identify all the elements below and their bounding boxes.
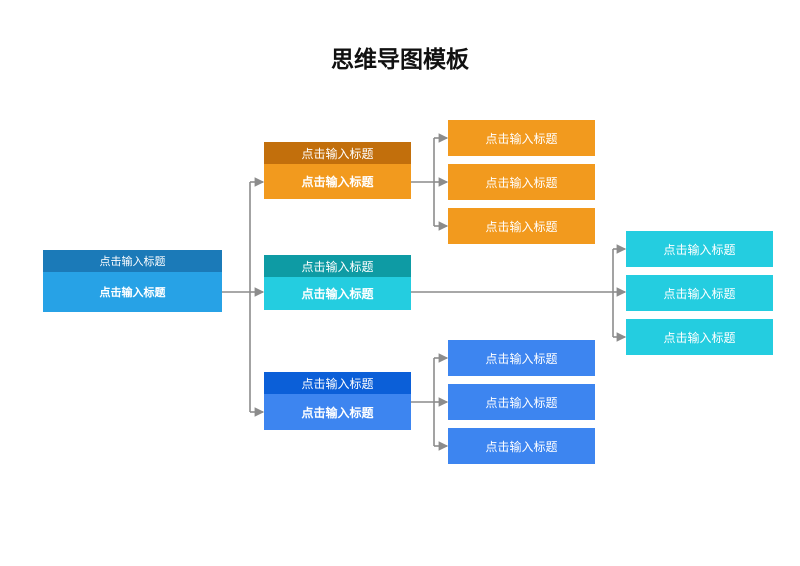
leaf-blue-1[interactable]: 点击输入标题 bbox=[448, 340, 595, 376]
root-node-body[interactable]: 点击输入标题 bbox=[43, 272, 222, 312]
root-node[interactable]: 点击输入标题 点击输入标题 bbox=[43, 250, 222, 312]
leaf-teal-3[interactable]: 点击输入标题 bbox=[626, 319, 773, 355]
leaf-teal-2[interactable]: 点击输入标题 bbox=[626, 275, 773, 311]
branch-node-teal-body[interactable]: 点击输入标题 bbox=[264, 277, 411, 310]
page-title: 思维导图模板 bbox=[331, 47, 469, 73]
branch-node-orange-body[interactable]: 点击输入标题 bbox=[264, 164, 411, 199]
branch-node-orange[interactable]: 点击输入标题 点击输入标题 bbox=[264, 142, 411, 199]
root-node-header[interactable]: 点击输入标题 bbox=[43, 250, 222, 272]
branch-node-blue-body[interactable]: 点击输入标题 bbox=[264, 394, 411, 430]
branch-node-teal-header[interactable]: 点击输入标题 bbox=[264, 255, 411, 277]
branch-node-blue-header[interactable]: 点击输入标题 bbox=[264, 372, 411, 394]
branch-node-blue[interactable]: 点击输入标题 点击输入标题 bbox=[264, 372, 411, 430]
leaf-blue-3[interactable]: 点击输入标题 bbox=[448, 428, 595, 464]
leaf-teal-1[interactable]: 点击输入标题 bbox=[626, 231, 773, 267]
branch-node-orange-header[interactable]: 点击输入标题 bbox=[264, 142, 411, 164]
leaf-orange-2[interactable]: 点击输入标题 bbox=[448, 164, 595, 200]
leaf-blue-2[interactable]: 点击输入标题 bbox=[448, 384, 595, 420]
leaf-orange-1[interactable]: 点击输入标题 bbox=[448, 120, 595, 156]
leaf-orange-3[interactable]: 点击输入标题 bbox=[448, 208, 595, 244]
branch-node-teal[interactable]: 点击输入标题 点击输入标题 bbox=[264, 255, 411, 310]
